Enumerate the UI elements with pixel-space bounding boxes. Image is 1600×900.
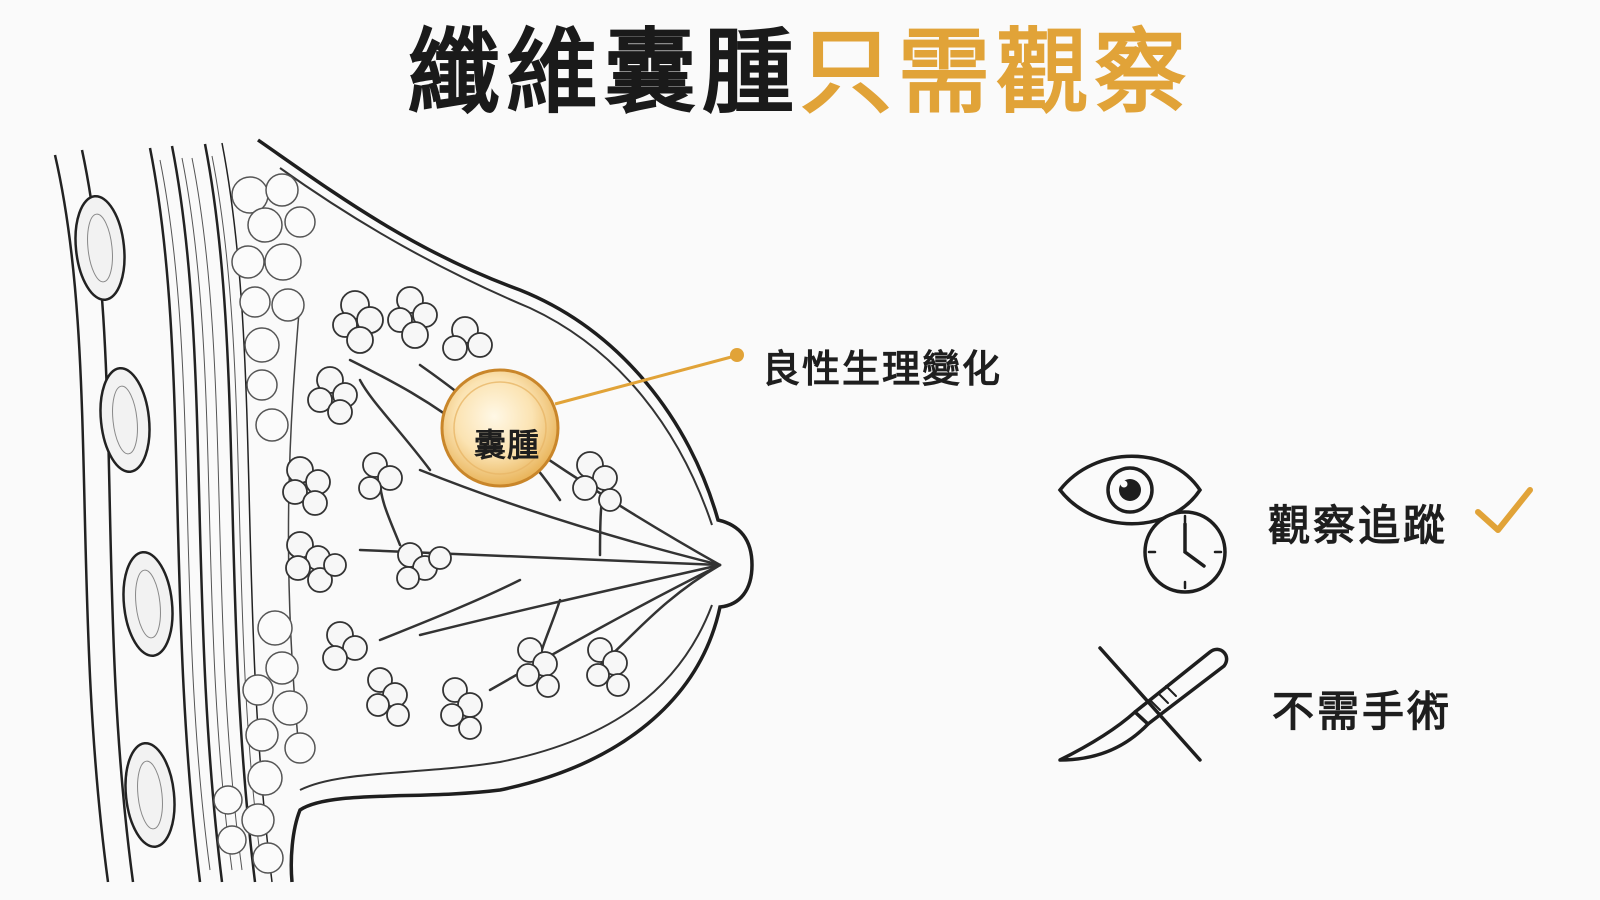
chest-muscle-fibers [159,155,263,871]
lobule-clusters [282,286,630,740]
callout-line [554,354,736,406]
option-no-surgery-label: 不需手術 [1272,687,1453,736]
eye-clock-icon [1057,454,1227,594]
scalpel-crossed-icon [1058,646,1229,762]
cyst-label: 囊腫 [474,426,541,464]
cyst-shape [440,368,560,488]
checkmark-icon [1475,487,1533,533]
gland-outline [279,167,713,791]
ribs [74,194,176,849]
cyst-ring [453,381,547,475]
callout-dot [730,348,744,362]
title-accent: 只需觀察 [800,19,1193,126]
callout-label: 良性生理變化 [762,347,1003,391]
title-main: 纖維囊腫 [407,19,800,126]
rib-texture [87,213,163,830]
option-observe-label: 觀察追蹤 [1268,501,1449,550]
fat-lobules [213,173,316,874]
breast-outline [257,138,754,883]
page-title: 纖維囊腫只需觀察 [0,18,1600,128]
